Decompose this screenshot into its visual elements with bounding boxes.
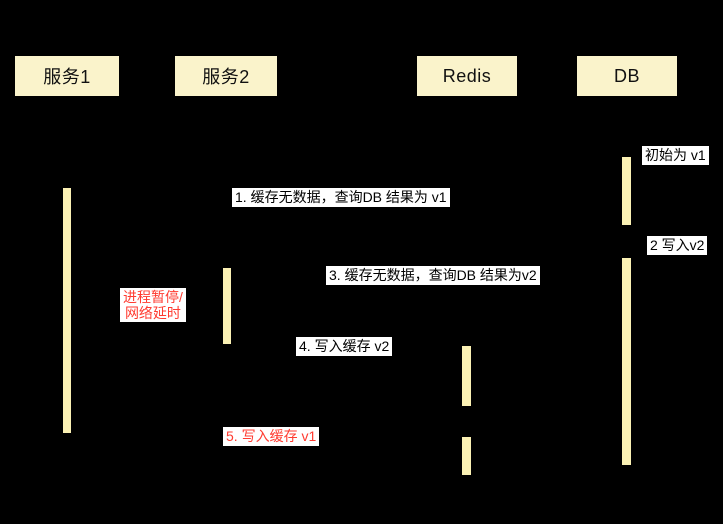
participant-service1: 服务1	[15, 56, 119, 96]
participant-redis-label: Redis	[442, 65, 492, 86]
pause-label-line1: 进程暂停/	[123, 289, 183, 305]
activation-bar-redis-1	[462, 346, 471, 406]
label-step1-cache-miss-read-v1: 1. 缓存无数据，查询DB 结果为 v1	[232, 188, 450, 207]
activation-bar-service1	[63, 188, 71, 433]
participant-redis: Redis	[417, 56, 517, 96]
participant-db: DB	[577, 56, 677, 96]
participant-service2: 服务2	[175, 56, 277, 96]
label-step5-write-cache-v1-stale: 5. 写入缓存 v1	[223, 427, 320, 446]
label-process-pause-network-delay: 进程暂停/ 网络延时	[120, 288, 186, 322]
participant-db-label: DB	[613, 65, 640, 86]
label-db-initial-value: 初始为 v1	[642, 146, 709, 165]
activation-bar-db-2	[622, 258, 631, 465]
label-step2-write-v2: 2 写入v2	[647, 236, 708, 255]
label-step4-write-cache-v2: 4. 写入缓存 v2	[296, 337, 393, 356]
participant-service2-label: 服务2	[202, 67, 250, 87]
activation-bar-db-1	[622, 157, 631, 225]
participant-service1-label: 服务1	[43, 67, 91, 87]
pause-label-line2: 网络延时	[124, 305, 181, 321]
activation-bar-redis-2	[462, 437, 471, 475]
label-step3-cache-miss-read-v2: 3. 缓存无数据，查询DB 结果为v2	[326, 266, 540, 285]
activation-bar-service2	[223, 268, 231, 344]
